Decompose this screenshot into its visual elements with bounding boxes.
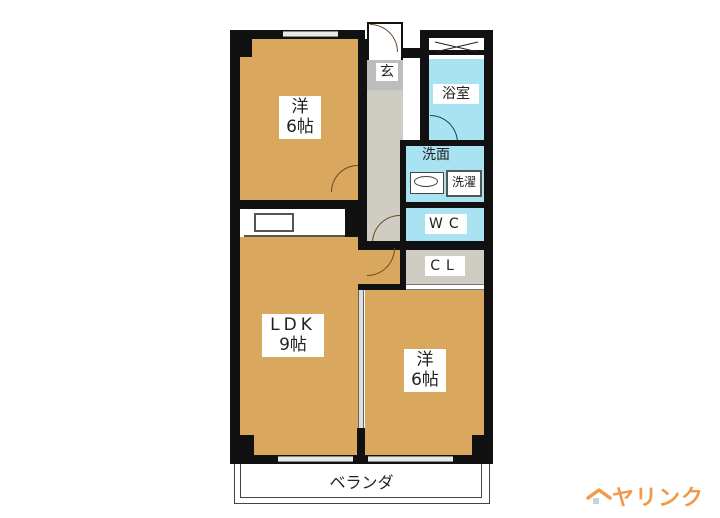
house-roof-icon xyxy=(586,488,612,504)
veranda-inner xyxy=(240,464,482,498)
basin-oval xyxy=(414,176,438,187)
label-entrance: 玄 xyxy=(376,63,398,82)
column xyxy=(240,39,252,57)
label-western-south: 洋 6帖 xyxy=(404,349,446,393)
wall-between-rooms xyxy=(240,200,358,209)
label-closet: CL xyxy=(425,256,465,277)
wall-divider-bottom xyxy=(357,428,365,455)
outer-wall-bottom xyxy=(230,455,493,464)
window-south-room xyxy=(368,456,453,462)
kitchen-sink xyxy=(254,213,294,232)
sliding-door[interactable] xyxy=(358,290,364,430)
wall-wash-left xyxy=(400,140,406,245)
label-western-north: 洋 6帖 xyxy=(279,96,321,140)
ventilation-x-icon xyxy=(434,41,479,53)
wall-wash-bottom xyxy=(400,202,493,208)
wall-wc-bottom xyxy=(367,241,493,250)
veranda: ベランダ xyxy=(234,464,490,504)
brand-logo-text: ヤリンク xyxy=(612,486,705,511)
wall-entrance-right xyxy=(403,48,421,58)
closet-door-track[interactable] xyxy=(406,284,484,290)
label-toilet: WC xyxy=(425,214,467,235)
laundry-space: 洗濯 xyxy=(446,170,482,197)
window-ldk xyxy=(278,456,353,462)
ldk-column-bottom-left xyxy=(240,435,254,455)
wall-bath-left xyxy=(420,30,429,142)
label-ldk: LDK 9帖 xyxy=(262,314,324,358)
label-bathroom: 浴室 xyxy=(433,84,479,105)
window-north xyxy=(283,31,338,37)
wall-bath-bottom xyxy=(400,140,493,146)
bath-ventilation xyxy=(429,38,484,55)
south-room-column xyxy=(472,435,484,455)
wall-closet-left xyxy=(400,245,406,290)
wall-north-room-right xyxy=(358,39,367,254)
outer-wall-top-right xyxy=(420,30,493,38)
wall-ldk-south-room-top xyxy=(358,284,406,290)
label-washroom: 洗面 xyxy=(422,147,450,163)
label-veranda: ベランダ xyxy=(329,473,394,492)
brand-logo: ヤリンク xyxy=(586,483,705,511)
outer-wall-left xyxy=(230,30,240,462)
